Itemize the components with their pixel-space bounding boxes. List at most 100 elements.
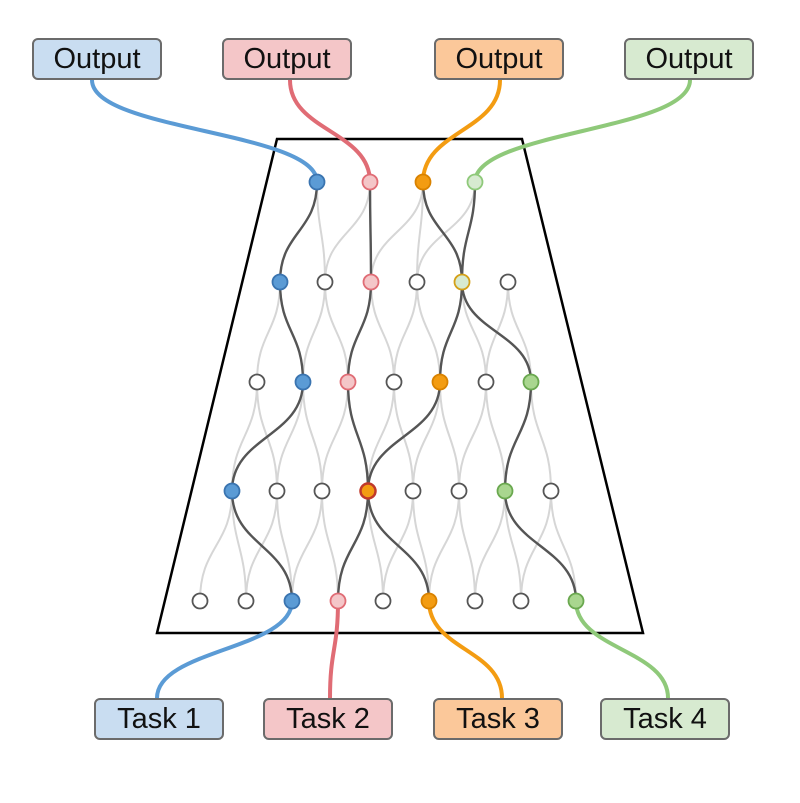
node bbox=[477, 373, 495, 391]
inactive-edge bbox=[370, 181, 424, 283]
node bbox=[450, 482, 468, 500]
inactive-edge bbox=[324, 281, 349, 383]
node-red bbox=[329, 592, 347, 610]
node bbox=[316, 273, 334, 291]
node-red bbox=[339, 373, 357, 391]
inactive-edge bbox=[439, 381, 460, 492]
task-label-3: Task 3 bbox=[433, 698, 563, 740]
node-olive bbox=[453, 273, 471, 291]
node-red bbox=[361, 173, 379, 191]
output-label-orange: Output bbox=[434, 38, 564, 80]
inactive-edge bbox=[504, 490, 522, 602]
inactive-edge bbox=[302, 381, 323, 492]
node-blue bbox=[308, 173, 326, 191]
task-label-4: Task 4 bbox=[600, 698, 730, 740]
node-greenS bbox=[567, 592, 585, 610]
io-connections bbox=[90, 78, 692, 700]
active-edge bbox=[346, 380, 370, 493]
network-trapezoid bbox=[155, 137, 645, 635]
node-hub bbox=[359, 482, 377, 500]
inactive-edge bbox=[199, 490, 233, 602]
inactive-edge bbox=[416, 181, 424, 283]
task-connector-4 bbox=[574, 599, 670, 700]
inactive-edge bbox=[367, 381, 395, 492]
task-connector-2 bbox=[328, 599, 340, 700]
inactive-edge bbox=[324, 181, 371, 283]
node-green bbox=[466, 173, 484, 191]
active-edge bbox=[366, 380, 442, 493]
node bbox=[512, 592, 530, 610]
network-nodes bbox=[191, 173, 585, 610]
node bbox=[248, 373, 266, 391]
node-orange bbox=[414, 173, 432, 191]
inactive-edge bbox=[316, 181, 326, 283]
active-edge bbox=[368, 180, 373, 284]
active-edge bbox=[503, 489, 578, 603]
inactive-edge bbox=[367, 490, 384, 602]
active-edge bbox=[421, 180, 464, 284]
task-label-1: Task 1 bbox=[94, 698, 224, 740]
active-edge bbox=[438, 280, 464, 384]
inactive-edge bbox=[458, 490, 476, 602]
inactive-edge bbox=[393, 281, 418, 383]
active-edge bbox=[366, 489, 431, 603]
output-label-blue: Output bbox=[32, 38, 162, 80]
inactive-edge bbox=[276, 490, 293, 602]
active-edge bbox=[230, 380, 305, 493]
output-connector-orange bbox=[421, 78, 502, 184]
inactive-edge bbox=[412, 381, 441, 492]
inactive-edge bbox=[474, 490, 506, 602]
inactive-edge bbox=[291, 490, 323, 602]
output-connector-red bbox=[288, 78, 372, 184]
node bbox=[268, 482, 286, 500]
inactive-edge bbox=[530, 381, 552, 492]
inactive-edge bbox=[416, 181, 476, 283]
node-greenS bbox=[496, 482, 514, 500]
inactive-connections bbox=[199, 181, 577, 602]
node-orange bbox=[431, 373, 449, 391]
output-connector-blue bbox=[90, 78, 319, 184]
active-edge bbox=[503, 380, 533, 493]
node-greenS bbox=[522, 373, 540, 391]
inactive-edge bbox=[231, 381, 258, 492]
active-edge bbox=[230, 489, 294, 603]
inactive-edge bbox=[256, 281, 281, 383]
node-blue bbox=[283, 592, 301, 610]
inactive-edge bbox=[321, 381, 349, 492]
node-blue bbox=[271, 273, 289, 291]
active-edge bbox=[336, 489, 370, 603]
active-edge bbox=[460, 280, 533, 384]
inactive-edge bbox=[416, 281, 441, 383]
node-orange bbox=[420, 592, 438, 610]
node bbox=[542, 482, 560, 500]
inactive-edge bbox=[412, 490, 430, 602]
active-edge bbox=[460, 180, 477, 284]
inactive-edge bbox=[550, 490, 577, 602]
inactive-edge bbox=[507, 281, 532, 383]
node bbox=[408, 273, 426, 291]
inactive-edge bbox=[458, 381, 487, 492]
node bbox=[313, 482, 331, 500]
task-label-2: Task 2 bbox=[263, 698, 393, 740]
task-connector-1 bbox=[155, 599, 294, 700]
node bbox=[191, 592, 209, 610]
inactive-edge bbox=[321, 490, 339, 602]
node bbox=[404, 482, 422, 500]
task-connector-3 bbox=[427, 599, 504, 700]
active-edge bbox=[346, 280, 373, 384]
inactive-edge bbox=[302, 281, 326, 383]
node-blue bbox=[223, 482, 241, 500]
active-edge bbox=[278, 180, 319, 284]
inactive-edge bbox=[428, 490, 460, 602]
output-label-red: Output bbox=[222, 38, 352, 80]
node bbox=[499, 273, 517, 291]
output-connector-green bbox=[473, 78, 692, 184]
node-red bbox=[362, 273, 380, 291]
active-edge bbox=[278, 280, 305, 384]
output-label-green: Output bbox=[624, 38, 754, 80]
node bbox=[466, 592, 484, 610]
inactive-edge bbox=[370, 281, 395, 383]
node bbox=[374, 592, 392, 610]
inactive-edge bbox=[461, 281, 487, 383]
